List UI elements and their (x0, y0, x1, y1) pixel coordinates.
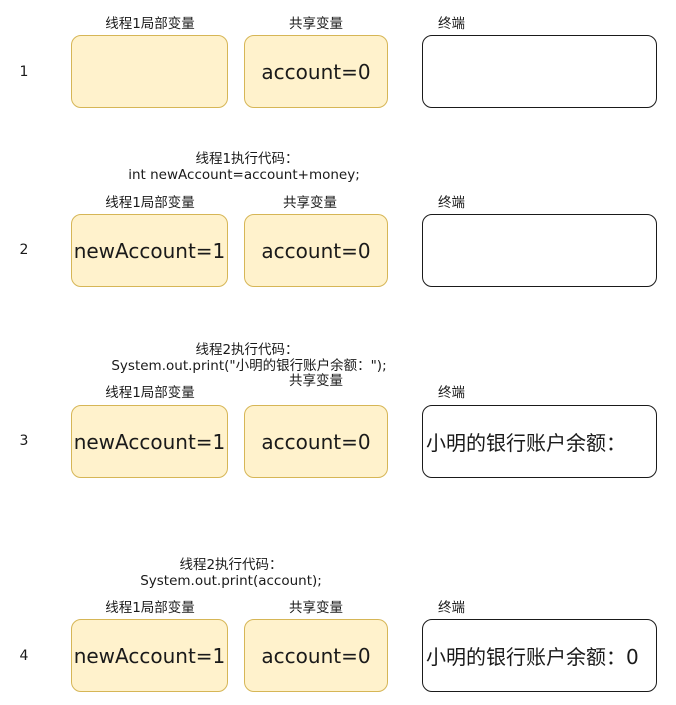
row1-local-variable-box (71, 35, 228, 108)
row3-local-label: 线程1局部变量 (105, 385, 195, 401)
row2-terminal-box (422, 214, 657, 287)
row4-step-number: 4 (19, 648, 29, 664)
row3-local-variable-box: newAccount=1 (71, 405, 228, 478)
row3-terminal-box: 小明的银行账户余额： (422, 405, 657, 478)
row4-local-variable-box: newAccount=1 (71, 619, 228, 692)
row4-terminal-box: 小明的银行账户余额：0 (422, 619, 657, 692)
row4-shared-variable-box: account=0 (244, 619, 388, 692)
row1-shared-label: 共享变量 (289, 16, 343, 32)
row2-code-line: int newAccount=account+money; (128, 167, 360, 183)
row1-local-label: 线程1局部变量 (105, 16, 195, 32)
row2-local-variable-box: newAccount=1 (71, 214, 228, 287)
row2-step-number: 2 (19, 242, 29, 258)
row4-shared-label: 共享变量 (289, 600, 343, 616)
row3-step-number: 3 (19, 433, 29, 449)
row2-local-label: 线程1局部变量 (105, 195, 195, 211)
row3-code-title: 线程2执行代码： (195, 342, 299, 358)
row1-shared-variable-box: account=0 (244, 35, 388, 108)
row3-shared-variable-box: account=0 (244, 405, 388, 478)
row3-terminal-label: 终端 (438, 385, 465, 401)
row4-code-title: 线程2执行代码： (179, 557, 283, 573)
row4-terminal-label: 终端 (438, 600, 465, 616)
row2-shared-variable-box: account=0 (244, 214, 388, 287)
row1-terminal-box (422, 35, 657, 108)
row1-step-number: 1 (19, 64, 29, 80)
row2-terminal-label: 终端 (438, 195, 465, 211)
row3-code-line: System.out.print("小明的银行账户余额："); (111, 358, 387, 374)
row2-code-title: 线程1执行代码： (195, 151, 299, 167)
row4-local-label: 线程1局部变量 (105, 600, 195, 616)
row1-terminal-label: 终端 (438, 16, 465, 32)
row4-code-line: System.out.print(account); (140, 573, 322, 589)
row2-shared-label: 共享变量 (283, 195, 337, 211)
row3-shared-label: 共享变量 (289, 373, 343, 389)
